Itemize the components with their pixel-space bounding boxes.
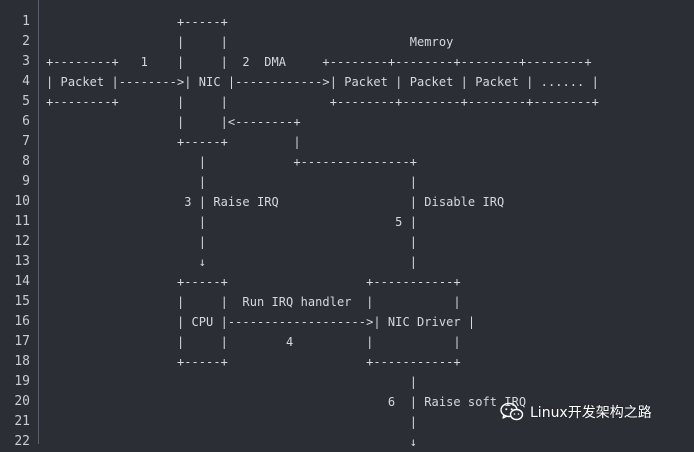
code-line: | [46, 415, 418, 429]
line-number: 21 [14, 414, 30, 429]
code-line: ↓ | [46, 255, 418, 269]
code-line: | [46, 375, 418, 389]
wechat-icon [500, 402, 524, 421]
code-line: 6 | Raise soft IRQ [46, 395, 527, 409]
code-line: | 5 | [46, 215, 418, 229]
code-line: | +---------------+ [46, 155, 418, 169]
code-line: | CPU |------------------->| NIC Driver … [46, 315, 476, 329]
code-line: ↓ [46, 435, 418, 449]
line-number: 5 [22, 94, 30, 109]
code-line: +-----+ | [46, 135, 301, 149]
line-number: 2 [22, 34, 30, 49]
line-number: 1 [22, 14, 30, 29]
line-number: 7 [22, 134, 30, 149]
line-number: 4 [22, 74, 30, 89]
code-content[interactable]: +-----+ | | Memroy +--------+ 1 | | 2 DMA… [46, 12, 694, 452]
gutter-divider [38, 0, 39, 444]
line-number: 13 [14, 254, 30, 269]
line-number: 12 [14, 234, 30, 249]
code-line: | | [46, 175, 418, 189]
code-line: +-----+ [46, 15, 228, 29]
code-line: | | [46, 235, 418, 249]
code-line: +--------+ | | +--------+--------+------… [46, 95, 599, 109]
line-number: 14 [14, 274, 30, 289]
line-number: 10 [14, 194, 30, 209]
line-number: 6 [22, 114, 30, 129]
line-number: 20 [14, 394, 30, 409]
code-line: | |<--------+ [46, 115, 301, 129]
code-line: +-----+ +-----------+ [46, 355, 461, 369]
line-number: 11 [14, 214, 30, 229]
line-number: 22 [14, 434, 30, 449]
watermark-text: Linux开发架构之路 [530, 405, 652, 421]
line-number: 17 [14, 334, 30, 349]
line-number: 15 [14, 294, 30, 309]
code-line: | | Run IRQ handler | | [46, 295, 461, 309]
line-number: 16 [14, 314, 30, 329]
code-line: | Packet |-------->| NIC |------------>|… [46, 75, 599, 89]
code-line: +--------+ 1 | | 2 DMA +--------+-------… [46, 55, 592, 69]
line-number: 8 [22, 154, 30, 169]
line-number: 18 [14, 354, 30, 369]
line-number: 19 [14, 374, 30, 389]
code-line: 3 | Raise IRQ | Disable IRQ [46, 195, 505, 209]
code-line: | | 4 | | [46, 335, 461, 349]
watermark: Linux开发架构之路 [500, 401, 652, 423]
code-line: | | Memroy [46, 35, 454, 49]
line-number: 9 [22, 174, 30, 189]
code-line: +-----+ +-----------+ [46, 275, 461, 289]
line-number: 3 [22, 54, 30, 69]
